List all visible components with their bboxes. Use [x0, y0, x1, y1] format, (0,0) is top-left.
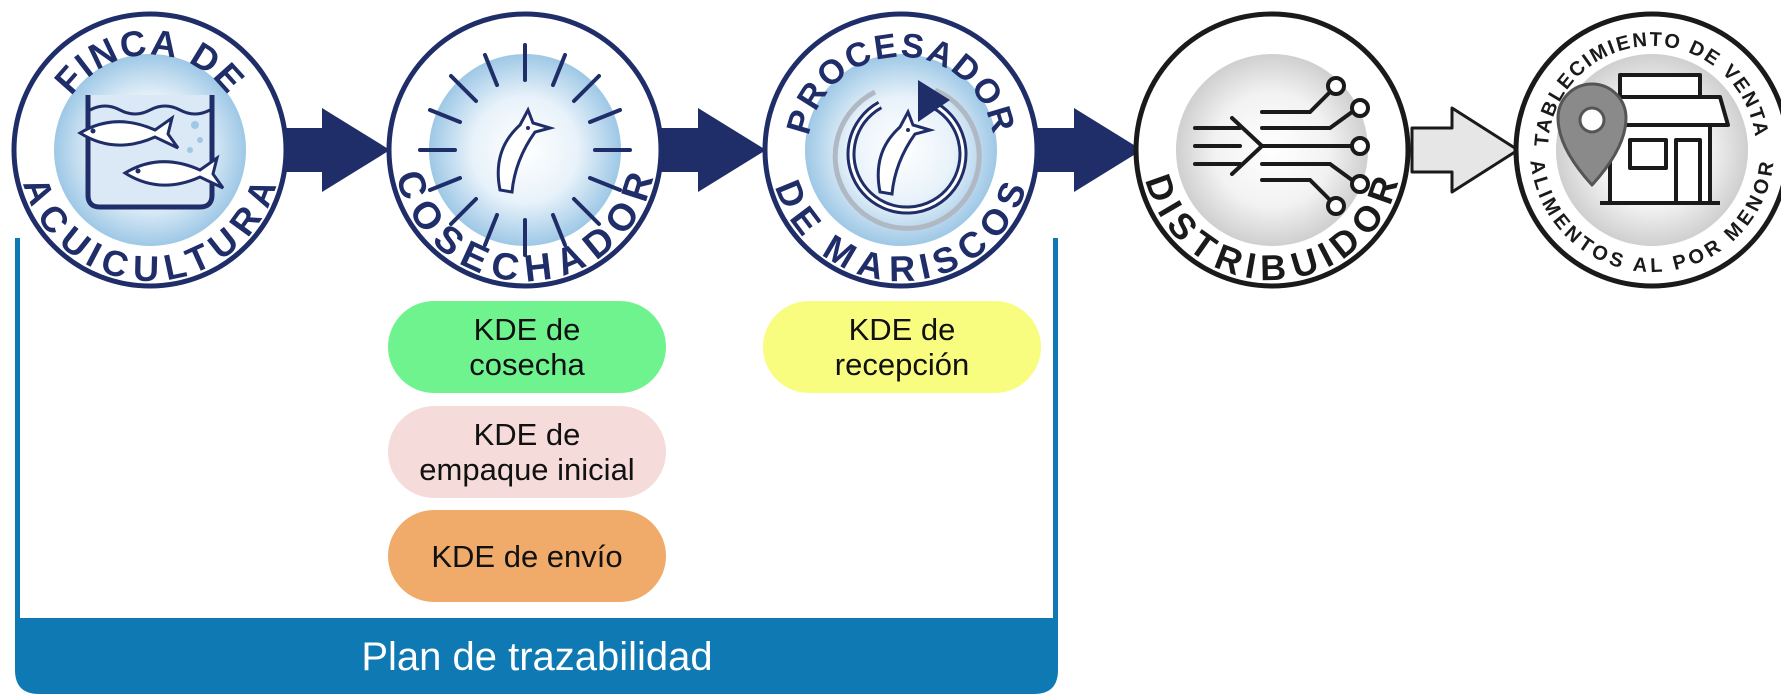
fish-tank-icon [77, 95, 225, 210]
distribution-network-icon [1193, 76, 1370, 216]
kde-packing-line1: KDE de [473, 417, 581, 452]
kde-shipping-line1: KDE de envío [431, 538, 623, 574]
flow-arrow-2 [658, 108, 766, 192]
kde-harvest-line2: cosecha [469, 347, 585, 382]
kde-harvest: KDE de cosecha [388, 301, 666, 393]
kde-packing-line2: empaque inicial [419, 452, 635, 487]
traceability-plan-label: Plan de trazabilidad [361, 634, 713, 679]
kde-receiving-line1: KDE de [848, 312, 956, 347]
node-harvester: COSECHADOR [386, 11, 664, 291]
kde-initial-packing: KDE de empaque inicial [388, 406, 666, 498]
kde-shipping: KDE de envío [388, 510, 666, 602]
kde-receiving: KDE de recepción [763, 301, 1041, 393]
node-aquaculture-farm: FINCA DE ACUICULTURA [11, 11, 289, 290]
flow-arrow-3 [1034, 108, 1142, 192]
flow-arrow-1 [282, 108, 390, 192]
traceability-plan-bracket [15, 238, 1058, 694]
plan-banner [15, 618, 1058, 694]
kde-harvest-line1: KDE de [473, 312, 581, 347]
node-seafood-processor: PROCESADOR DE MARISCOS [762, 11, 1040, 290]
fish-cycle-icon [832, 80, 982, 231]
node-distributor: DISTRIBUIDOR [1133, 11, 1411, 289]
flow-arrow-4 [1410, 106, 1520, 194]
retail-store-icon [1556, 73, 1730, 205]
fish-burst-icon [418, 43, 632, 257]
kde-receiving-line2: recepción [834, 347, 970, 382]
